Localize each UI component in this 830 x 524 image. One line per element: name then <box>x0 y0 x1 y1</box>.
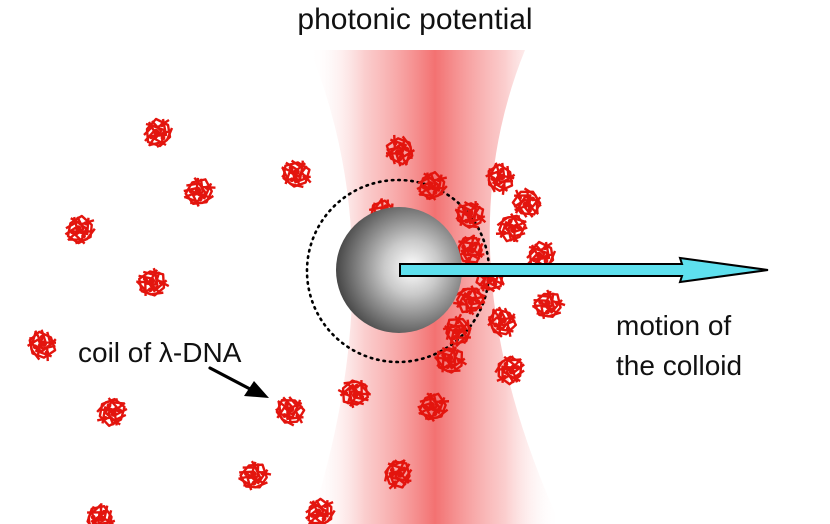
dna-coil <box>273 394 307 428</box>
dna-coil <box>131 262 173 304</box>
dna-coil <box>509 185 545 221</box>
diagram-title: photonic potential <box>297 3 533 36</box>
colloid-motion-label-line-2: the colloid <box>616 350 743 381</box>
dna-coil <box>92 392 132 432</box>
dna-coil <box>61 211 99 249</box>
dna-coil <box>233 455 275 497</box>
colloid-motion-label: motion of the colloid <box>616 306 742 386</box>
dna-coil <box>142 117 174 149</box>
dna-coil <box>178 171 220 213</box>
dna-coil-label: coil of λ-DNA <box>78 337 242 368</box>
dna-pointer-arrow <box>208 366 269 398</box>
colloid-motion-label-line-1: motion of <box>616 310 732 341</box>
dna-coil <box>278 156 314 192</box>
dna-coil <box>79 498 121 524</box>
dna-coil <box>527 284 569 326</box>
motion-arrow <box>399 256 769 284</box>
dna-coil <box>21 324 63 366</box>
